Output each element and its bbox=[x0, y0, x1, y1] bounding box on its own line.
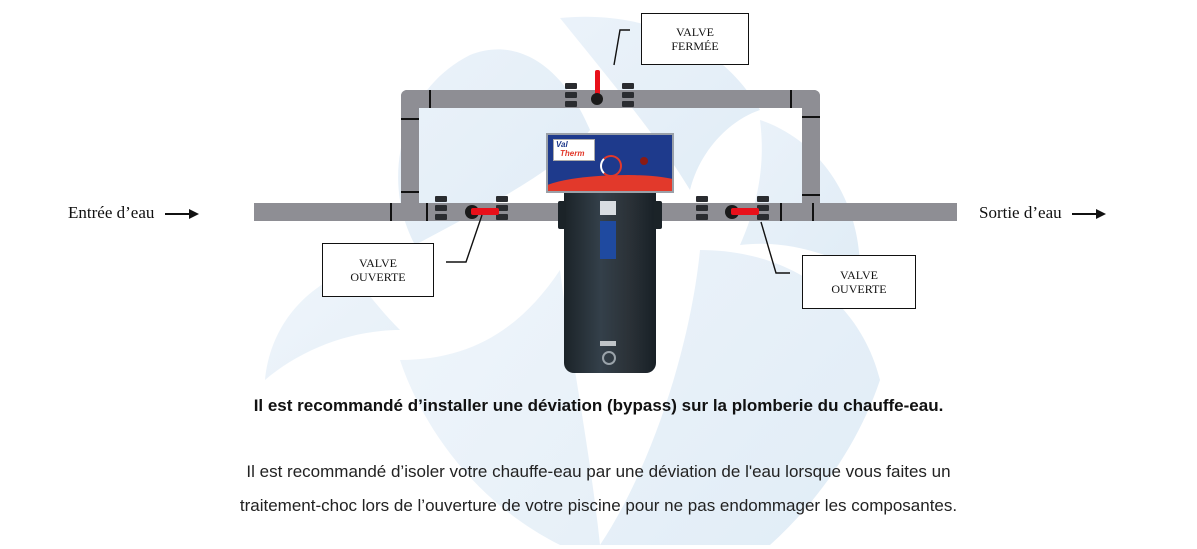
valve-coupling bbox=[757, 196, 769, 223]
valve-label-line2: OUVERTE bbox=[831, 282, 887, 296]
heater-flange-left bbox=[558, 201, 566, 229]
heater-brand-logo: Val Therm bbox=[553, 139, 595, 161]
heater-control-panel: Val Therm bbox=[546, 133, 674, 193]
pipe-joint bbox=[780, 203, 782, 221]
valve-handle-open[interactable] bbox=[471, 208, 499, 215]
bypass-pipe-right bbox=[802, 90, 820, 212]
right-arrow-icon bbox=[1071, 209, 1106, 220]
heater-flange-right bbox=[654, 201, 662, 229]
outlet-label-text: Sortie d’eau bbox=[979, 203, 1062, 222]
heater-label bbox=[600, 221, 616, 259]
pipe-joint bbox=[802, 116, 820, 118]
valve-coupling bbox=[435, 196, 447, 223]
heater: Val Therm bbox=[546, 133, 674, 375]
valve-label-line1: VALVE bbox=[675, 25, 714, 39]
pipe-joint bbox=[812, 203, 814, 221]
bypass-pipe-top bbox=[401, 90, 820, 108]
right-arrow-icon bbox=[164, 209, 199, 220]
paragraph-line-2: traitement-choc lors de l’ouverture de v… bbox=[239, 496, 958, 515]
valve-coupling bbox=[496, 196, 508, 223]
bypass-pipe-left bbox=[401, 90, 419, 212]
heater-body bbox=[564, 193, 656, 373]
pipe-joint bbox=[401, 191, 419, 193]
heater-drain-plate bbox=[600, 341, 616, 346]
valve-body bbox=[591, 93, 603, 105]
valve-label-line2: OUVERTE bbox=[350, 270, 406, 284]
valve-handle-closed[interactable] bbox=[595, 70, 600, 102]
power-indicator-icon bbox=[640, 157, 648, 165]
valve-coupling bbox=[696, 196, 708, 223]
paragraph-line-1: Il est recommandé d’isoler votre chauffe… bbox=[246, 462, 951, 481]
valve-label-open-right: VALVE OUVERTE bbox=[802, 255, 916, 309]
valve-handle-open[interactable] bbox=[731, 208, 759, 215]
valve-label-line1: VALVE bbox=[358, 256, 397, 270]
valve-label-open-left: VALVE OUVERTE bbox=[322, 243, 434, 297]
inlet-label-text: Entrée d’eau bbox=[68, 203, 155, 222]
outlet-label: Sortie d’eau bbox=[979, 203, 1106, 223]
heater-drain-plug bbox=[602, 351, 616, 365]
pipe-joint bbox=[401, 118, 419, 120]
pipe-joint bbox=[790, 90, 792, 108]
valve-coupling bbox=[622, 83, 634, 110]
valve-label-line2: FERMÉE bbox=[671, 39, 719, 53]
heater-sticker bbox=[600, 201, 616, 215]
valve-label-line1: VALVE bbox=[839, 268, 878, 282]
panel-red-swoosh bbox=[548, 175, 672, 191]
pipe-joint bbox=[429, 90, 431, 108]
valve-label-closed: VALVE FERMÉE bbox=[641, 13, 749, 65]
valve-coupling bbox=[565, 83, 577, 110]
pipe-joint bbox=[426, 203, 428, 221]
brand-line2: Therm bbox=[560, 149, 585, 158]
pipe-joint bbox=[802, 194, 820, 196]
brand-line1: Val bbox=[556, 140, 568, 149]
recommendation-heading: Il est recommandé d’installer une déviat… bbox=[253, 396, 944, 415]
pipe-joint bbox=[390, 203, 392, 221]
inlet-label: Entrée d’eau bbox=[68, 203, 199, 223]
